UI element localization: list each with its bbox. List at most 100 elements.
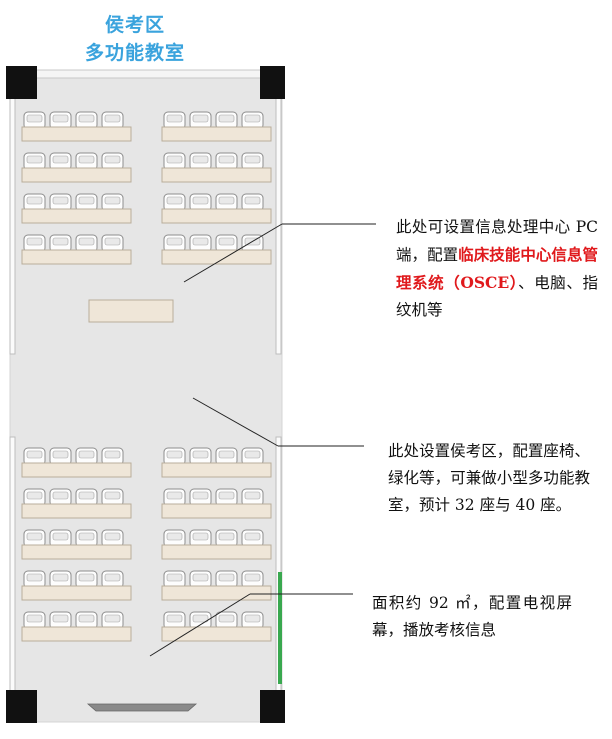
chair-seat bbox=[166, 614, 183, 623]
chair-seat bbox=[192, 196, 209, 205]
chair-seat bbox=[166, 114, 183, 123]
desk-icon bbox=[21, 585, 132, 601]
chair-seat bbox=[52, 155, 69, 164]
chair-seat bbox=[218, 573, 235, 582]
chair-seat bbox=[244, 573, 261, 582]
chair-seat bbox=[52, 196, 69, 205]
desk-icon bbox=[21, 167, 132, 183]
chair-seat bbox=[192, 114, 209, 123]
chair-seat bbox=[78, 573, 95, 582]
chair-seat bbox=[52, 491, 69, 500]
chair-seat bbox=[218, 196, 235, 205]
seat-row bbox=[161, 570, 272, 601]
pillar-top-left bbox=[6, 66, 37, 99]
chair-seat bbox=[192, 155, 209, 164]
chair-seat bbox=[218, 114, 235, 123]
chair-seat bbox=[78, 532, 95, 541]
chair-seat bbox=[104, 532, 121, 541]
seat-row bbox=[161, 447, 272, 478]
desk-icon bbox=[161, 208, 272, 224]
annotation-waiting-text: 此处设置侯考区，配置座椅、绿化等，可兼做小型多功能教室，预计 32 座与 40 … bbox=[388, 442, 590, 514]
seat-row bbox=[161, 529, 272, 560]
seat-row bbox=[161, 234, 272, 265]
chair-seat bbox=[218, 491, 235, 500]
annotation-pc-text: 此处可设置信息处理中心 PC 端，配置 bbox=[396, 218, 598, 264]
desk-icon bbox=[161, 503, 272, 519]
desk-icon bbox=[21, 544, 132, 560]
desk-icon bbox=[21, 503, 132, 519]
seat-row bbox=[161, 152, 272, 183]
seat-row bbox=[21, 447, 132, 478]
chair-seat bbox=[218, 155, 235, 164]
annotation-pc-system-highlight: 临床技能中心信息管理系统（OSCE） bbox=[396, 245, 598, 292]
chair-seat bbox=[78, 196, 95, 205]
chair-seat bbox=[78, 237, 95, 246]
desk-icon bbox=[21, 462, 132, 478]
seat-row bbox=[161, 488, 272, 519]
chair-seat bbox=[78, 450, 95, 459]
chair-seat bbox=[26, 237, 43, 246]
seat-row bbox=[21, 111, 132, 142]
desk-icon bbox=[21, 126, 132, 142]
chair-seat bbox=[104, 196, 121, 205]
chair-seat bbox=[244, 155, 261, 164]
chair-seat bbox=[192, 614, 209, 623]
chair-seat bbox=[218, 614, 235, 623]
chair-seat bbox=[166, 155, 183, 164]
seating-area bbox=[21, 111, 272, 642]
chair-seat bbox=[26, 573, 43, 582]
chair-seat bbox=[218, 450, 235, 459]
seat-row bbox=[21, 488, 132, 519]
desk-icon bbox=[161, 462, 272, 478]
desk-icon bbox=[21, 208, 132, 224]
seat-row bbox=[161, 111, 272, 142]
leader-line-area bbox=[149, 593, 251, 657]
chair-seat bbox=[78, 491, 95, 500]
pillar-bottom-left bbox=[6, 690, 37, 723]
desk-icon bbox=[161, 626, 272, 642]
chair-seat bbox=[166, 196, 183, 205]
seat-row bbox=[21, 193, 132, 224]
desk-icon bbox=[21, 626, 132, 642]
chair-seat bbox=[52, 450, 69, 459]
leader-line-pc bbox=[183, 223, 283, 283]
chair-seat bbox=[244, 196, 261, 205]
seat-row bbox=[161, 193, 272, 224]
pillar-top-right bbox=[260, 66, 285, 99]
left-wall-lower bbox=[9, 436, 16, 696]
chair-seat bbox=[244, 532, 261, 541]
annotation-area-screen: 面积约 92 ㎡，配置电视屏幕，播放考核信息 bbox=[372, 590, 572, 644]
chair-seat bbox=[218, 532, 235, 541]
left-wall-upper bbox=[9, 97, 16, 355]
chair-seat bbox=[52, 237, 69, 246]
chair-seat bbox=[26, 114, 43, 123]
chair-seat bbox=[166, 237, 183, 246]
chair-seat bbox=[26, 491, 43, 500]
chair-seat bbox=[192, 491, 209, 500]
chair-seat bbox=[52, 532, 69, 541]
seat-row bbox=[21, 234, 132, 265]
chair-seat bbox=[244, 450, 261, 459]
annotation-area-text: 面积约 92 ㎡，配置电视屏幕，播放考核信息 bbox=[372, 594, 572, 639]
chair-seat bbox=[26, 196, 43, 205]
chair-seat bbox=[218, 237, 235, 246]
chair-seat bbox=[166, 450, 183, 459]
chair-seat bbox=[104, 491, 121, 500]
top-wall bbox=[35, 69, 263, 79]
tv-screen-icon bbox=[86, 703, 198, 712]
desk-icon bbox=[161, 585, 272, 601]
green-plant-strip bbox=[278, 572, 282, 684]
room-title-line2: 多功能教室 bbox=[84, 42, 185, 64]
chair-seat bbox=[166, 532, 183, 541]
annotation-waiting-area: 此处设置侯考区，配置座椅、绿化等，可兼做小型多功能教室，预计 32 座与 40 … bbox=[388, 438, 590, 519]
chair-seat bbox=[26, 450, 43, 459]
desk-icon bbox=[161, 544, 272, 560]
chair-seat bbox=[78, 614, 95, 623]
annotation-pc-text-tail: 、电脑、指纹机等 bbox=[396, 274, 598, 319]
chair-seat bbox=[192, 573, 209, 582]
chair-seat bbox=[104, 450, 121, 459]
front-table bbox=[88, 299, 174, 323]
chair-seat bbox=[192, 450, 209, 459]
chair-seat bbox=[26, 155, 43, 164]
